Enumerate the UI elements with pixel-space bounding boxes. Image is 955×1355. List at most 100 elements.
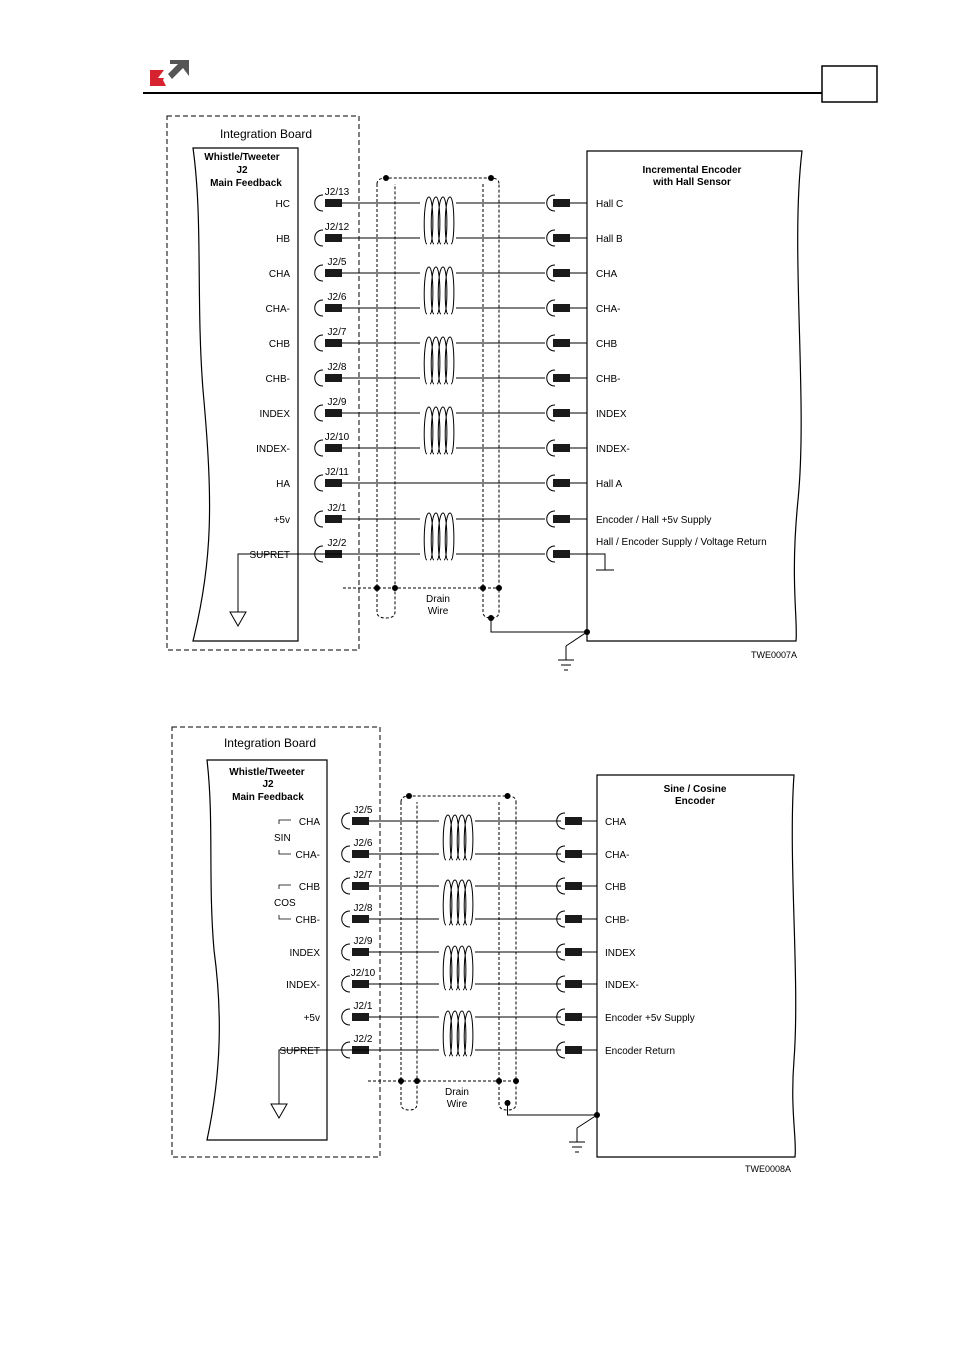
shield-left [400, 802, 418, 1111]
encoder-signal-label: CHB- [605, 915, 629, 926]
socket [556, 877, 566, 895]
socket [556, 845, 566, 863]
pin-block [352, 850, 369, 858]
pin-block [565, 915, 582, 923]
encoder-signal-label: CHB [596, 339, 617, 350]
pin-label: J2/6 [328, 292, 347, 303]
pin-block [352, 817, 369, 825]
pin-block [352, 1013, 369, 1021]
pin-block [553, 479, 570, 487]
pin-label: J2/9 [328, 397, 347, 408]
twisted-pair-4 [423, 406, 455, 455]
drain-node [480, 585, 486, 591]
company-logo-icon [150, 60, 189, 86]
socket [556, 1041, 566, 1059]
socket [314, 510, 324, 528]
socket [556, 975, 566, 993]
pin-block [325, 444, 342, 452]
pin-label: J2/8 [328, 362, 347, 373]
socket [341, 943, 351, 961]
pin-label: J2/9 [354, 936, 373, 947]
integration-board-outline [171, 726, 381, 1158]
socket [314, 439, 324, 457]
drain-node [496, 1078, 502, 1084]
socket [341, 1008, 351, 1026]
encoder-signal-label: Hall A [596, 479, 622, 490]
chassis-link [565, 631, 588, 647]
drain-node [513, 1078, 519, 1084]
pin-block [565, 850, 582, 858]
integration-board-label: Integration Board [220, 127, 312, 141]
encoder-signal-label: CHA- [596, 304, 620, 315]
encoder-signal-label: INDEX- [596, 444, 630, 455]
return-wire [237, 553, 342, 612]
encoder-title-line-2: with Hall Sensor [652, 177, 731, 188]
twisted-pair-1 [423, 196, 455, 245]
encoder-signal-label: Hall / Encoder Supply / Voltage Return [596, 537, 767, 548]
socket [341, 845, 351, 863]
twisted-pair-1 [442, 814, 474, 861]
pin-label: J2/1 [354, 1001, 373, 1012]
sine-cosine-encoder-wiring-diagram: Integration Board Whistle/Tweeter J2 Mai… [171, 726, 797, 1174]
encoder-signal-label: Encoder / Hall +5v Supply [596, 515, 711, 526]
drain-wire-label-line-2: Wire [447, 1099, 468, 1110]
board-signal-label: CHA- [266, 304, 290, 315]
page-number-box [821, 65, 878, 103]
pin-block [565, 817, 582, 825]
pin-block [325, 479, 342, 487]
pin-label: J2/6 [354, 838, 373, 849]
pin-block [325, 269, 342, 277]
encoder-title-line-2: Encoder [675, 796, 715, 807]
shield-node [383, 175, 389, 181]
socket [314, 369, 324, 387]
pin-block [553, 234, 570, 242]
drain-wire-label-line-1: Drain [445, 1087, 469, 1098]
board-signal-label: HB [276, 234, 290, 245]
drain-wire-label-line-2: Wire [428, 606, 449, 617]
socket [546, 474, 556, 492]
board-signal-label: SUPRET [249, 550, 290, 561]
drain-node [398, 1078, 404, 1084]
board-signal-label: SUPRET [279, 1046, 320, 1057]
pin-block [565, 1013, 582, 1021]
shield-node [504, 793, 511, 799]
encoder-signal-label: INDEX [605, 948, 636, 959]
pin-label: J2/5 [354, 805, 373, 816]
pin-block [565, 882, 582, 890]
board-signal-label: HA [276, 479, 290, 490]
pin-block [325, 339, 342, 347]
drain-node [374, 585, 380, 591]
pin-label: J2/8 [354, 903, 373, 914]
j2-title-line-1: Whistle/Tweeter [229, 767, 304, 778]
encoder-signal-label: CHB [605, 882, 626, 893]
board-signal-label: +5v [274, 515, 290, 526]
board-signal-label: CHA [269, 269, 290, 280]
pin-label: J2/2 [328, 538, 347, 549]
integration-board-label: Integration Board [224, 736, 316, 750]
pin-block [325, 374, 342, 382]
pin-label: J2/12 [325, 222, 350, 233]
board-signal-label: CHB [269, 339, 290, 350]
socket [341, 975, 351, 993]
board-signal-label: INDEX [259, 409, 290, 420]
board-signal-label: INDEX- [256, 444, 290, 455]
socket [314, 299, 324, 317]
socket [314, 194, 324, 212]
pin-block [553, 304, 570, 312]
sin-bracket [278, 819, 291, 855]
shield-left [376, 184, 396, 619]
drain-node [392, 585, 398, 591]
pin-label: J2/11 [325, 467, 349, 478]
socket [314, 229, 324, 247]
socket [341, 877, 351, 895]
socket [546, 439, 556, 457]
socket [556, 1008, 566, 1026]
signal-ground-icon [229, 611, 247, 628]
j2-connector-box [192, 147, 299, 642]
board-signal-label: HC [276, 199, 290, 210]
shield-right [498, 802, 517, 1111]
ground-wire [490, 618, 587, 633]
